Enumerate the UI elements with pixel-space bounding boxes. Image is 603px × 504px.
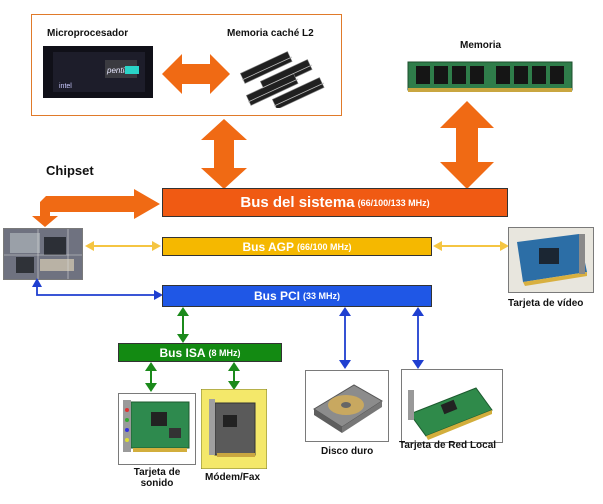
memoria-cache-label: Memoria caché L2 (227, 28, 314, 39)
svg-text:intel: intel (59, 83, 72, 90)
cache-bus-arrow (201, 119, 247, 189)
modem-label: Módem/Fax (205, 472, 261, 483)
tarjeta-red-label: Tarjeta de Red Local (399, 440, 497, 451)
isa-modem-arrow (228, 362, 240, 390)
pci-disk-arrow (339, 307, 351, 369)
cache-chips-image (239, 51, 325, 108)
bus-agp: Bus AGP (66/100 MHz) (162, 237, 432, 256)
bus-pci-name: Bus PCI (253, 289, 300, 303)
video-card-image (508, 227, 594, 293)
chipset-bus-arrow (32, 189, 160, 227)
chipset-motherboard-image (3, 228, 83, 280)
svg-text:pentium: pentium (106, 66, 136, 75)
pentium-processor-image: pentium intel (43, 46, 153, 98)
pci-chipset-arrow (32, 278, 163, 300)
modem-card-image (201, 389, 267, 469)
bus-pci-speed: (33 MHz) (303, 291, 341, 301)
agp-left-arrow (85, 241, 161, 251)
bus-system-speed: (66/100/133 MHz) (357, 197, 430, 208)
sound-card-image (118, 393, 196, 465)
microprocesador-label: Microprocesador (47, 28, 129, 39)
tarjeta-video-label: Tarjeta de vídeo (508, 298, 584, 309)
bus-del-sistema: Bus del sistema (66/100/133 MHz) (162, 188, 508, 217)
bus-system-name: Bus del sistema (240, 194, 355, 211)
lan-card-image (401, 369, 503, 443)
bus-agp-speed: (66/100 MHz) (297, 241, 352, 252)
pci-lan-arrow (412, 307, 424, 369)
memory-module-image (407, 61, 573, 92)
agp-right-arrow (433, 241, 509, 251)
isa-sound-arrow (145, 362, 157, 392)
tarjeta-sonido-label: Tarjeta de sonido (130, 467, 184, 489)
pci-isa-arrow (177, 307, 189, 343)
bus-isa-name: Bus ISA (159, 345, 206, 360)
disco-duro-label: Disco duro (321, 446, 374, 457)
bus-pci: Bus PCI (33 MHz) (162, 285, 432, 307)
memoria-label: Memoria (460, 40, 502, 51)
chipset-label: Chipset (46, 163, 94, 178)
bus-isa: Bus ISA (8 MHz) (118, 343, 282, 362)
tarjeta-sonido-line1: Tarjeta de (133, 467, 181, 478)
hard-disk-image (305, 370, 389, 442)
cpu-cache-arrow (162, 54, 230, 94)
tarjeta-sonido-line2: sonido (140, 478, 174, 489)
bus-isa-speed: (8 MHz) (208, 347, 241, 358)
bus-agp-name: Bus AGP (242, 239, 295, 254)
memory-bus-arrow (440, 101, 494, 189)
